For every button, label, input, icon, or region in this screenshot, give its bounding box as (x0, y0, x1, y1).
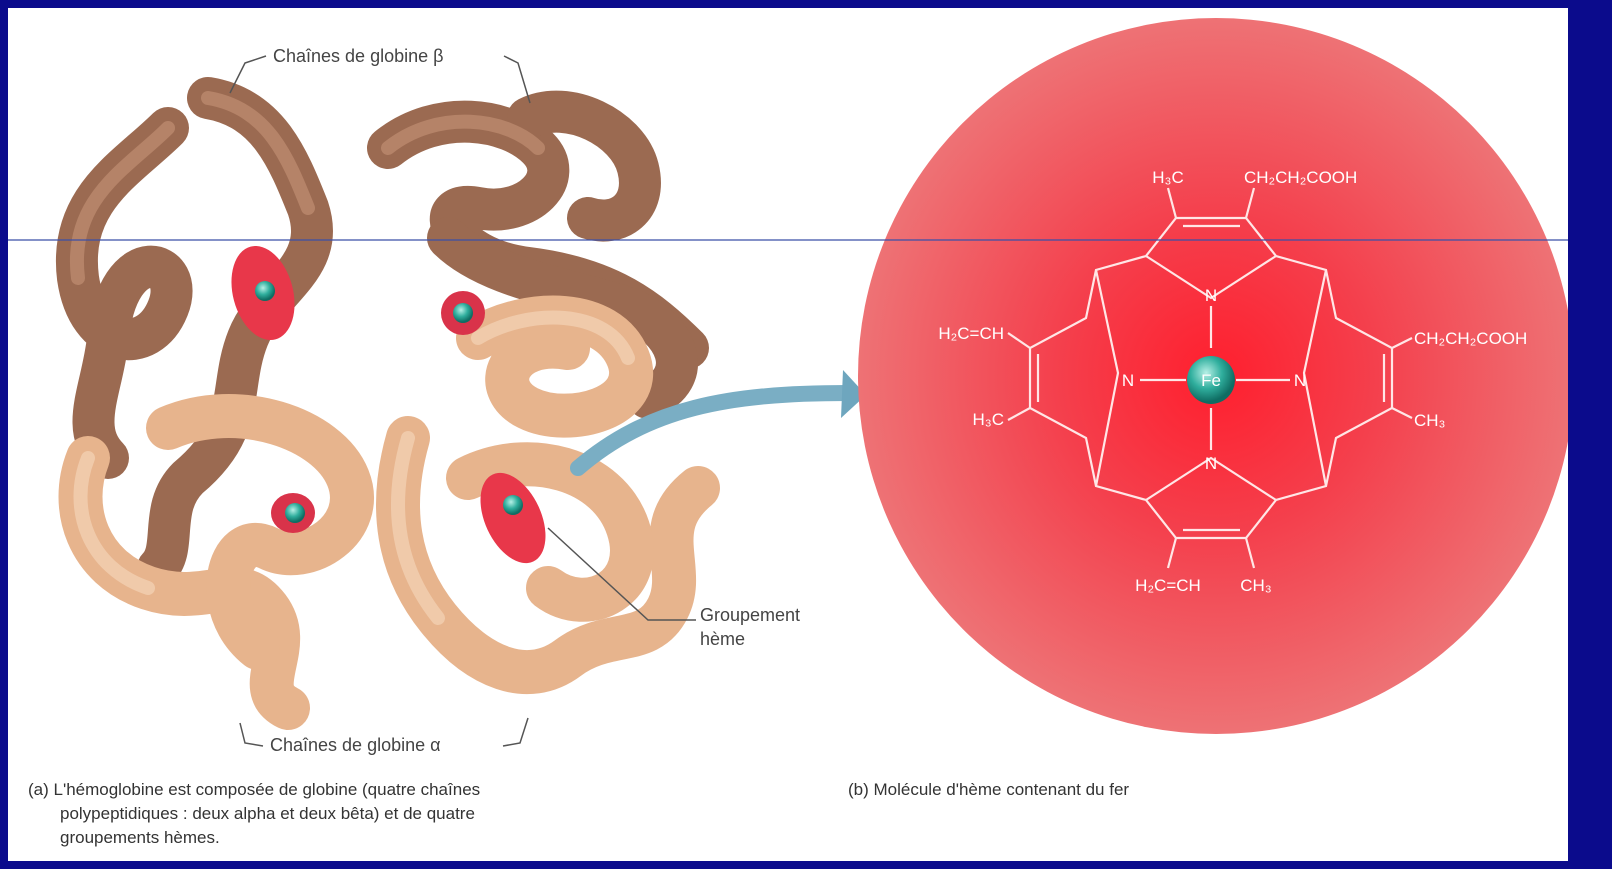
nitrogen-right: N (1294, 371, 1306, 390)
heme-molecule-panel: Fe N N N N H₃C CH₂CH₂COOH H₂C=CH H₃C CH₂… (858, 18, 1568, 734)
nitrogen-top: N (1205, 286, 1217, 305)
iron-label: Fe (1201, 371, 1221, 390)
substituent-right-top: CH₂CH₂COOH (1414, 329, 1527, 348)
heme-group-3 (271, 493, 315, 533)
substituent-top-left: H₃C (1152, 168, 1183, 187)
label-heme-group-line1: Groupement (700, 605, 800, 625)
label-alpha-chains: Chaînes de globine α (270, 735, 441, 755)
nitrogen-bottom: N (1205, 454, 1217, 473)
heme-group-2 (441, 291, 485, 335)
caption-b: (b) Molécule d'hème contenant du fer (848, 780, 1129, 799)
substituent-right-bottom: CH₃ (1414, 411, 1445, 430)
caption-a-line3: groupements hèmes. (60, 828, 220, 847)
nitrogen-left: N (1122, 371, 1134, 390)
substituent-left-top: H₂C=CH (938, 324, 1004, 343)
caption-a-line1: (a) L'hémoglobine est composée de globin… (28, 780, 480, 799)
hemoglobin-figure: Chaînes de globine β Chaînes de globine … (8, 8, 1568, 861)
caption-a-line2: polypeptidiques : deux alpha et deux bêt… (60, 804, 475, 823)
substituent-bottom-right: CH₃ (1240, 576, 1271, 595)
substituent-left-bottom: H₃C (973, 410, 1004, 429)
hemoglobin-structure (77, 98, 698, 708)
substituent-top-right: CH₂CH₂COOH (1244, 168, 1357, 187)
label-heme-group-line2: hème (700, 629, 745, 649)
substituent-bottom-left: H₂C=CH (1135, 576, 1201, 595)
slide-background: Chaînes de globine β Chaînes de globine … (8, 8, 1568, 861)
label-beta-chains: Chaînes de globine β (273, 46, 443, 66)
